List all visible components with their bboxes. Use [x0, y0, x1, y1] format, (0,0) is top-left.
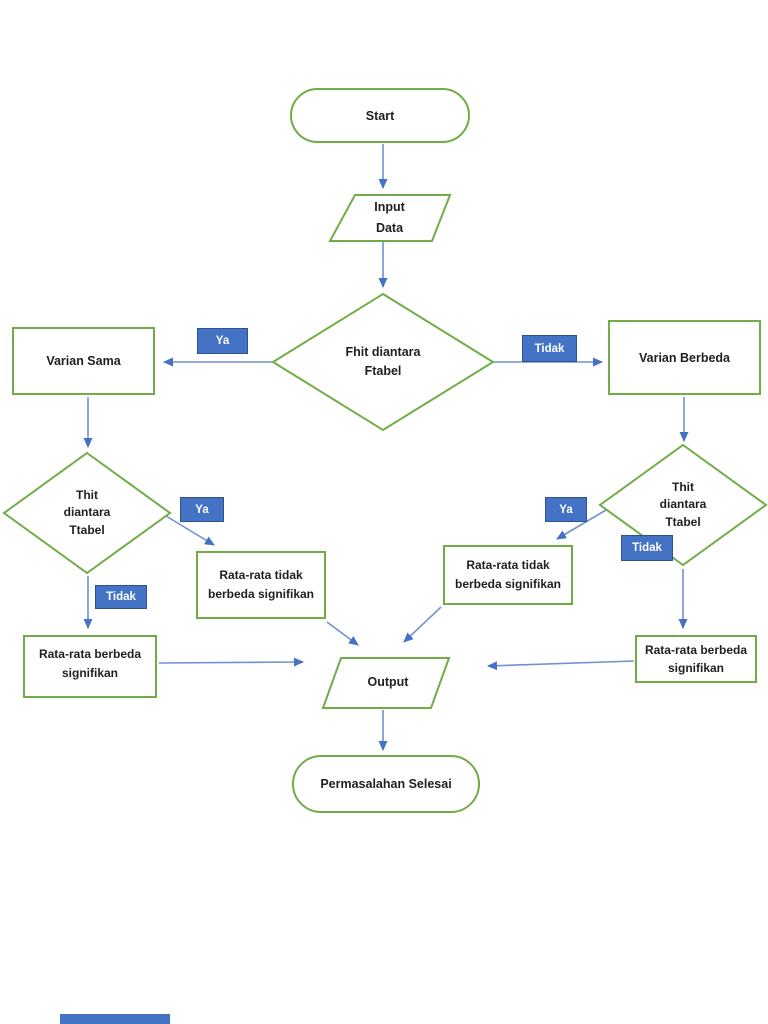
decision-fhit-node: Fhit diantara Ftabel: [271, 292, 495, 432]
parallelogram-shape: [328, 194, 452, 242]
diamond-shape: [271, 292, 495, 432]
badge-tidak-fhit-label: Tidak: [534, 342, 565, 355]
parallelogram-shape: [321, 657, 451, 709]
bottom-blue-bar: [60, 1014, 170, 1024]
varian-berbeda-node: Varian Berbeda: [608, 320, 761, 395]
badge-ya-thit-left: Ya: [180, 497, 224, 522]
input-label-line2: Data: [375, 221, 404, 235]
right-tidak-berbeda-line1: Rata-rata tidak: [466, 557, 550, 572]
decision-thit-left-line1: Thit: [76, 487, 98, 502]
start-label: Start: [365, 108, 395, 123]
varian-berbeda-label: Varian Berbeda: [638, 350, 730, 365]
left-berbeda-line2: signifikan: [61, 666, 118, 681]
input-label-line1: Input: [374, 199, 405, 214]
output-label: Output: [367, 675, 409, 690]
decision-thit-right-line2: diantara: [659, 497, 707, 512]
badge-ya-fhit: Ya: [197, 328, 248, 354]
badge-ya-fhit-label: Ya: [215, 335, 230, 347]
varian-sama-label: Varian Sama: [46, 354, 121, 368]
left-tidak-berbeda-line1: Rata-rata tidak: [219, 567, 303, 582]
varian-sama-node: Varian Sama: [12, 327, 155, 395]
left-berbeda-line1: Rata-rata berbeda: [38, 647, 142, 661]
diamond-shape: [2, 451, 172, 575]
decision-thit-right-line1: Thit: [672, 479, 694, 494]
decision-fhit-line1: Fhit diantara: [345, 344, 421, 359]
left-tidak-berbeda-node: Rata-rata tidak berbeda signifikan: [196, 551, 326, 619]
left-tidak-berbeda-line2: berbeda signifikan: [207, 587, 315, 601]
badge-tidak-thit-left: Tidak: [95, 585, 147, 609]
left-berbeda-node: Rata-rata berbeda signifikan: [23, 635, 157, 698]
right-berbeda-line2: signifikan: [667, 661, 724, 675]
arrow-righttidak-to-output: [403, 606, 442, 643]
start-node: Start: [290, 88, 470, 143]
right-tidak-berbeda-line2: berbeda signifikan: [454, 577, 562, 591]
badge-tidak-thit-right: Tidak: [621, 535, 673, 561]
arrow-decisiontl-ya-to-box: [165, 515, 215, 546]
arrow-decisiontr-ya-to-box: [556, 509, 607, 540]
arrow-rightberbeda-to-output: [487, 660, 635, 671]
badge-tidak-thit-left-label: Tidak: [106, 591, 136, 603]
end-node: Permasalahan Selesai: [292, 755, 480, 813]
decision-fhit-line2: Ftabel: [364, 364, 402, 378]
output-node: Output: [318, 655, 458, 711]
badge-ya-thit-left-label: Ya: [195, 503, 209, 516]
decision-thit-right-line3: Ttabel: [665, 514, 701, 529]
decision-thit-left-line3: Ttabel: [69, 522, 105, 537]
right-berbeda-node: Rata-rata berbeda signifikan: [635, 635, 757, 683]
arrow-lefttidak-to-output: [326, 621, 359, 646]
decision-thit-left-node: Thit diantara Ttabel: [2, 451, 172, 575]
arrow-leftberbeda-to-output: [158, 657, 304, 667]
badge-tidak-fhit: Tidak: [522, 335, 577, 362]
right-tidak-berbeda-node: Rata-rata tidak berbeda signifikan: [443, 545, 573, 605]
badge-ya-thit-right-label: Ya: [559, 503, 573, 516]
input-data-node: Input Data: [322, 193, 457, 243]
badge-ya-thit-right: Ya: [545, 497, 587, 522]
decision-thit-left-line2: diantara: [63, 505, 111, 520]
end-label: Permasalahan Selesai: [320, 777, 452, 791]
badge-tidak-thit-right-label: Tidak: [632, 542, 662, 554]
right-berbeda-line1: Rata-rata berbeda: [644, 643, 748, 657]
